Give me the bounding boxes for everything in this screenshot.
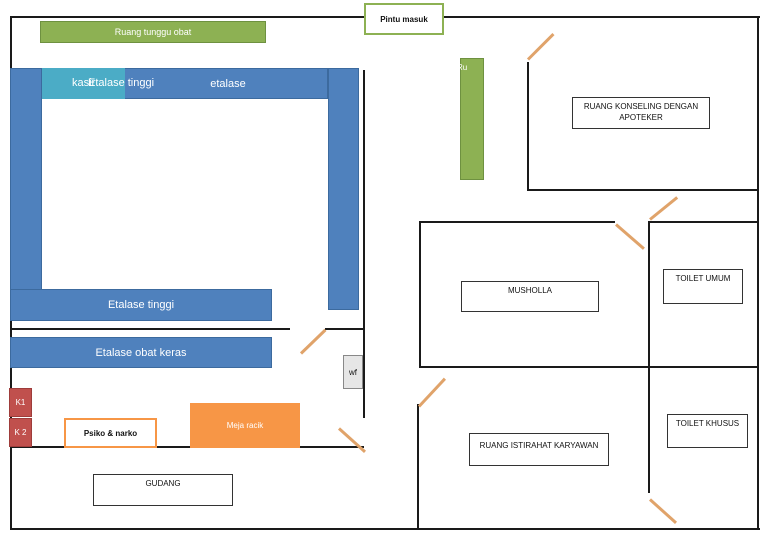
shelf-right-vertical: [328, 68, 359, 310]
top-tall-shelf-label: Etalase tinggi: [88, 77, 155, 89]
door-musholla[interactable]: [615, 223, 645, 250]
shelf-hard-drugs: Etalase obat keras: [10, 337, 272, 368]
wall-shelf-divider-right: [325, 328, 363, 330]
room-toilet-khusus: TOILET KHUSUS: [667, 414, 748, 448]
wf-sink: wf: [343, 355, 363, 389]
door-pharmacy-upper[interactable]: [299, 328, 327, 355]
wall-pharmacy-right: [363, 70, 365, 418]
wall-toilet-divider: [648, 221, 650, 493]
shelf-hard-drugs-label: Etalase obat keras: [95, 346, 187, 359]
room-istirahat: RUANG ISTIRAHAT KARYAWAN: [469, 433, 609, 466]
wall-middle-left: [419, 221, 421, 367]
wall-middle-bottom: [419, 366, 758, 368]
wall-shelf-divider: [12, 328, 290, 330]
shelf-tall-lower: Etalase tinggi: [10, 289, 272, 321]
room-counseling: RUANG KONSELING DENGAN APOTEKER: [572, 97, 710, 129]
waiting-room-label: Ruang tunggu obat: [114, 27, 192, 37]
wall-top-left: [10, 16, 364, 18]
room-musholla: MUSHOLLA: [461, 281, 599, 312]
waiting-room-bench: Ruang tunggu obat: [40, 21, 266, 43]
wall-lower-left: [417, 404, 419, 530]
door-toilet-umum[interactable]: [649, 196, 679, 221]
room-toilet-umum: TOILET UMUM: [663, 269, 743, 304]
room-gudang: GUDANG: [93, 474, 233, 506]
toilet-umum-label: TOILET UMUM: [675, 274, 731, 283]
green-vertical-label: Ru se: [457, 63, 498, 72]
psiko-narko-cabinet: Psiko & narko: [64, 418, 157, 448]
gudang-label: GUDANG: [145, 479, 181, 488]
entrance-door[interactable]: Pintu masuk: [364, 3, 444, 35]
wall-top-right: [444, 16, 760, 18]
compounding-table: Meja racik: [190, 403, 300, 448]
shelf-tall-lower-label: Etalase tinggi: [107, 299, 175, 311]
shelf-top-display-label: etalase: [210, 77, 246, 90]
green-vertical-shelf: Ru se: [457, 58, 498, 180]
door-counseling[interactable]: [526, 32, 555, 61]
cabinet-k2: K 2: [9, 418, 32, 447]
entrance-label: Pintu masuk: [380, 14, 428, 24]
k2-label: K 2: [14, 428, 27, 437]
wall-middle-top-left: [419, 221, 615, 223]
wall-counseling-left: [527, 62, 529, 190]
wall-right: [757, 16, 759, 530]
compounding-table-label: Meja racik: [226, 421, 264, 430]
door-toilet-khusus[interactable]: [648, 498, 678, 525]
wall-middle-top-right: [648, 221, 758, 223]
cabinet-k1: K1: [9, 388, 32, 417]
door-istirahat[interactable]: [417, 377, 447, 408]
wall-pharmacy-bottom: [10, 446, 364, 448]
wall-bottom: [10, 528, 760, 530]
wf-label: wf: [349, 367, 357, 377]
wall-counseling-bottom: [527, 189, 758, 191]
musholla-label: MUSHOLLA: [507, 286, 552, 295]
toilet-khusus-label: TOILET KHUSUS: [675, 419, 740, 428]
door-pharmacy-lower[interactable]: [337, 427, 367, 454]
cashier-label: kasir: [72, 77, 96, 89]
istirahat-label: RUANG ISTIRAHAT KARYAWAN: [479, 441, 599, 450]
psiko-narko-label: Psiko & narko: [83, 428, 138, 438]
counseling-label: RUANG KONSELING DENGAN APOTEKER: [583, 102, 699, 122]
cashier-counter: [42, 68, 125, 99]
k1-label: K1: [15, 398, 26, 407]
shelf-left-vertical: [10, 68, 42, 296]
